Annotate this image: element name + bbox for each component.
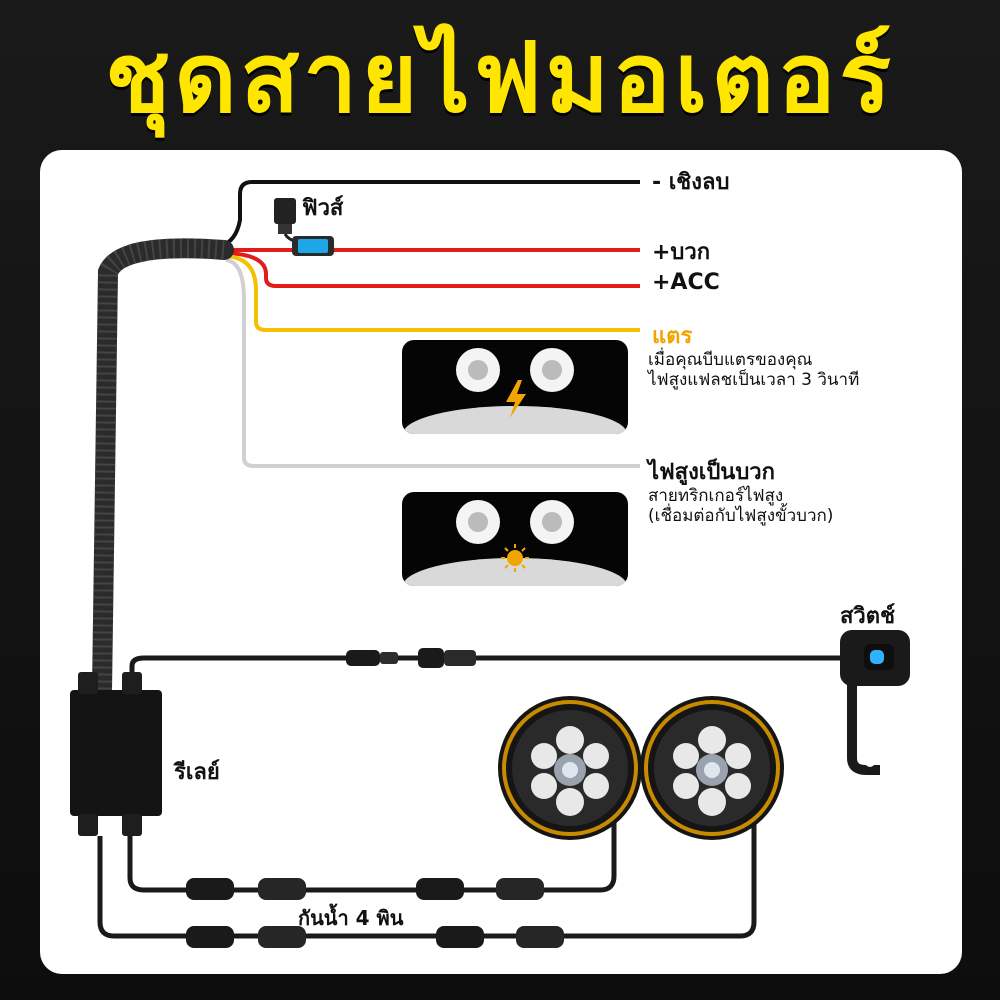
page-title: ชุดสายไฟมอเตอร์ bbox=[105, 22, 895, 134]
led-headlight-right bbox=[640, 696, 784, 840]
brake-flash-photo bbox=[402, 340, 628, 434]
high-beam-description-line2: (เชื่อมต่อกับไฟสูงขั้วบวก) bbox=[648, 506, 834, 526]
high-beam-wire bbox=[225, 258, 640, 468]
main-harness-cable bbox=[92, 238, 234, 700]
handlebar-switch bbox=[840, 630, 910, 775]
wiring-diagram bbox=[70, 180, 910, 948]
light-cable-2 bbox=[97, 820, 757, 939]
fuse-label: ฟิวส์ bbox=[302, 196, 344, 221]
brake-description-line1: เมื่อคุณบีบแตรของคุณ bbox=[648, 350, 813, 370]
high-beam-photo bbox=[402, 492, 628, 586]
acc-label: +ACC bbox=[652, 270, 720, 295]
negative-wire bbox=[219, 180, 640, 248]
sun-icon bbox=[501, 544, 529, 572]
brake-label: แตร bbox=[652, 324, 693, 349]
waterproof-label: กันน้ำ 4 พิน bbox=[298, 906, 404, 930]
lightning-icon bbox=[506, 380, 526, 418]
switch-connector bbox=[346, 648, 476, 668]
fuse bbox=[274, 198, 334, 256]
waterproof-connectors bbox=[186, 878, 564, 948]
brake-description-line2: ไฟสูงแฟลชเป็นเวลา 3 วินาที bbox=[648, 370, 860, 390]
negative-label: - เชิงลบ bbox=[652, 170, 730, 195]
relay-box bbox=[70, 672, 162, 836]
brake-wire bbox=[225, 254, 640, 332]
positive-label: +บวก bbox=[652, 240, 711, 265]
led-headlight-left bbox=[498, 696, 642, 840]
acc-wire bbox=[223, 251, 640, 288]
high-beam-label: ไฟสูงเป็นบวก bbox=[648, 460, 775, 485]
switch-label: สวิตช์ bbox=[840, 604, 895, 629]
wiring-diagram-panel: - เชิงลบ ฟิวส์ +บวก +ACC แตร เมื่อคุณบีบ… bbox=[40, 150, 962, 974]
high-beam-description-line1: สายทริกเกอร์ไฟสูง bbox=[648, 486, 784, 506]
light-cable-1 bbox=[127, 820, 617, 893]
switch-cable bbox=[129, 655, 850, 672]
relay-label: รีเลย์ bbox=[174, 760, 220, 785]
